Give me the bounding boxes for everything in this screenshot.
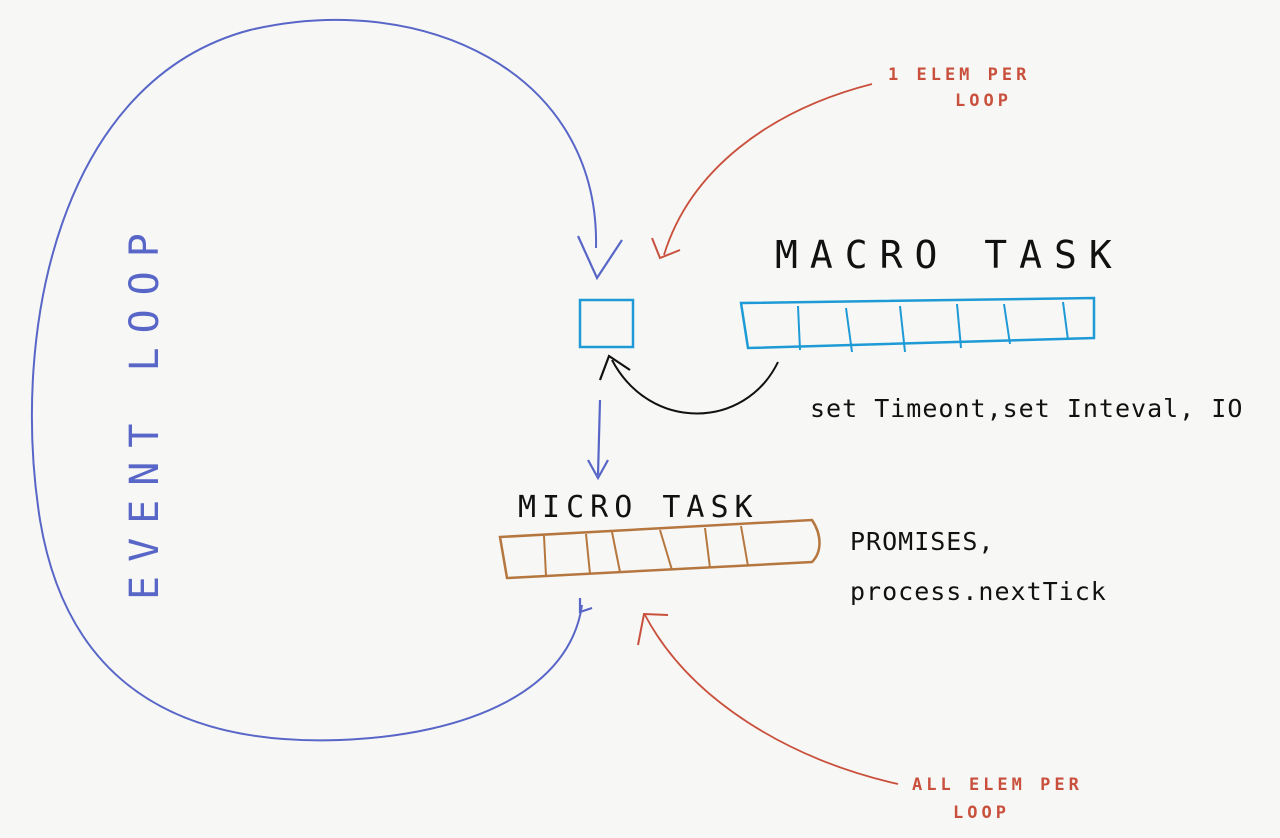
macro-queue-divider xyxy=(797,305,801,351)
macro-note-line1: 1 ELEM PER xyxy=(888,65,1030,85)
loop-tail-mark xyxy=(578,598,593,614)
micro-task-queue xyxy=(498,518,821,580)
micro-queue-divider xyxy=(611,531,621,573)
micro-note-arrow xyxy=(644,614,899,785)
macro-current-slot xyxy=(578,298,635,349)
macro-dequeue-arrow xyxy=(611,359,779,415)
macro-queue-outline xyxy=(739,296,1096,350)
macro-note-arrow xyxy=(663,83,873,256)
macro-queue-divider xyxy=(956,303,962,349)
macro-note-arrowhead xyxy=(651,237,681,260)
micro-queue-divider xyxy=(740,525,749,567)
micro-queue-divider xyxy=(585,533,591,575)
micro-queue-divider xyxy=(543,535,547,577)
micro-note-line2: LOOP xyxy=(953,803,1010,823)
macro-task-title: MACRO TASK xyxy=(775,233,1124,277)
micro-task-title: MICRO TASK xyxy=(518,490,759,525)
micro-queue-divider xyxy=(659,529,673,571)
micro-note-line1: ALL ELEM PER xyxy=(912,775,1083,795)
macro-queue-divider xyxy=(899,305,906,353)
event-loop-curve xyxy=(30,18,598,742)
macro-task-queue xyxy=(739,296,1096,353)
slot-to-micro-arrowhead xyxy=(587,459,609,481)
loop-arrowhead-top xyxy=(576,235,623,281)
macro-note-line2: LOOP xyxy=(955,91,1012,111)
micro-note-arrowhead xyxy=(637,612,669,646)
micro-sources-line1: PROMISES, xyxy=(850,527,994,556)
macro-sources-text: set Timeont,set Inteval, IO xyxy=(810,394,1243,423)
micro-sources-line2: process.nextTick xyxy=(850,577,1107,606)
macro-dequeue-arrowhead xyxy=(598,354,631,381)
event-loop-label: EVENT LOOP xyxy=(122,219,168,600)
micro-queue-divider xyxy=(704,527,711,569)
macro-queue-divider xyxy=(1003,303,1011,345)
micro-queue-outline xyxy=(498,518,821,580)
slot-to-micro-arrow xyxy=(596,399,602,476)
macro-queue-divider xyxy=(1062,301,1069,341)
macro-queue-divider xyxy=(845,307,853,353)
